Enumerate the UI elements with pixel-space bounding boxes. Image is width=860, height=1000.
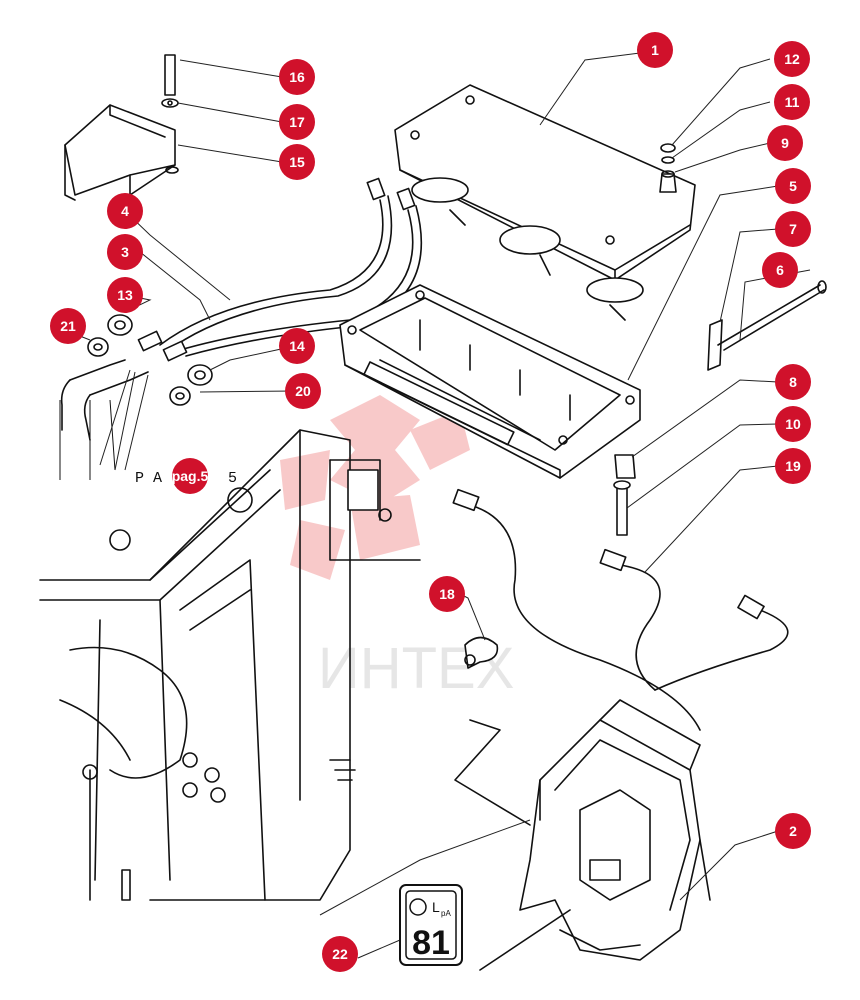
svg-text:15: 15 (289, 154, 305, 170)
svg-text:3: 3 (121, 244, 129, 260)
callout-2[interactable]: 2 (775, 813, 811, 849)
callout-5[interactable]: 5 (775, 168, 811, 204)
cab-illustration (39, 399, 421, 901)
svg-text:14: 14 (289, 338, 305, 354)
leader-lines (51, 52, 811, 959)
label-plate-subscript: pA (441, 909, 451, 918)
callout-18[interactable]: 18 (429, 576, 465, 612)
svg-text:19: 19 (785, 458, 801, 474)
wiring-harness (452, 488, 789, 731)
reference-badge[interactable]: pag.5 (172, 458, 209, 494)
callout-21[interactable]: 21 (50, 308, 86, 344)
svg-text:18: 18 (439, 586, 455, 602)
svg-text:16: 16 (289, 69, 305, 85)
callout-22[interactable]: 22 (322, 936, 358, 972)
callout-10[interactable]: 10 (775, 406, 811, 442)
callout-20[interactable]: 20 (285, 373, 321, 409)
page-reference: P A pag.5 5 (135, 458, 237, 494)
housing-frame (339, 284, 641, 479)
callout-6[interactable]: 6 (762, 252, 798, 288)
svg-text:4: 4 (121, 203, 129, 219)
svg-text:10: 10 (785, 416, 801, 432)
svg-text:2: 2 (789, 823, 797, 839)
svg-text:21: 21 (60, 318, 76, 334)
svg-text:11: 11 (785, 94, 800, 110)
bracket-assembly (64, 54, 179, 201)
callout-11[interactable]: 11 (774, 84, 810, 120)
svg-text:6: 6 (776, 262, 784, 278)
svg-text:22: 22 (332, 946, 348, 962)
svg-text:20: 20 (295, 383, 311, 399)
label-plate-symbol: L (432, 899, 440, 915)
callout-8[interactable]: 8 (775, 364, 811, 400)
sound-icon (409, 898, 427, 916)
callout-7[interactable]: 7 (775, 211, 811, 247)
callout-15[interactable]: 15 (279, 144, 315, 180)
svg-text:8: 8 (789, 374, 797, 390)
callout-12[interactable]: 12 (774, 41, 810, 77)
noise-label-plate: L pA 81 (399, 884, 463, 966)
callout-1[interactable]: 1 (637, 32, 673, 68)
svg-text:7: 7 (789, 221, 797, 237)
reference-suffix: 5 (228, 470, 237, 487)
callout-3[interactable]: 3 (107, 234, 143, 270)
svg-text:1: 1 (651, 42, 659, 58)
heater-unit (394, 84, 696, 321)
svg-text:12: 12 (784, 51, 800, 67)
callout-9[interactable]: 9 (767, 125, 803, 161)
callout-13[interactable]: 13 (107, 277, 143, 313)
fittings (60, 314, 213, 441)
svg-text:5: 5 (789, 178, 797, 194)
svg-text:17: 17 (289, 114, 305, 130)
svg-text:9: 9 (781, 135, 789, 151)
tractor-cab (454, 699, 711, 971)
callout-4[interactable]: 4 (107, 193, 143, 229)
callout-19[interactable]: 19 (775, 448, 811, 484)
reference-text: P A (135, 470, 162, 487)
mounting-hardware (613, 143, 827, 536)
svg-text:13: 13 (117, 287, 133, 303)
callout-17[interactable]: 17 (279, 104, 315, 140)
label-plate-value: 81 (412, 924, 450, 962)
svg-text:pag.5: pag.5 (172, 468, 209, 484)
callout-14[interactable]: 14 (279, 328, 315, 364)
callout-16[interactable]: 16 (279, 59, 315, 95)
